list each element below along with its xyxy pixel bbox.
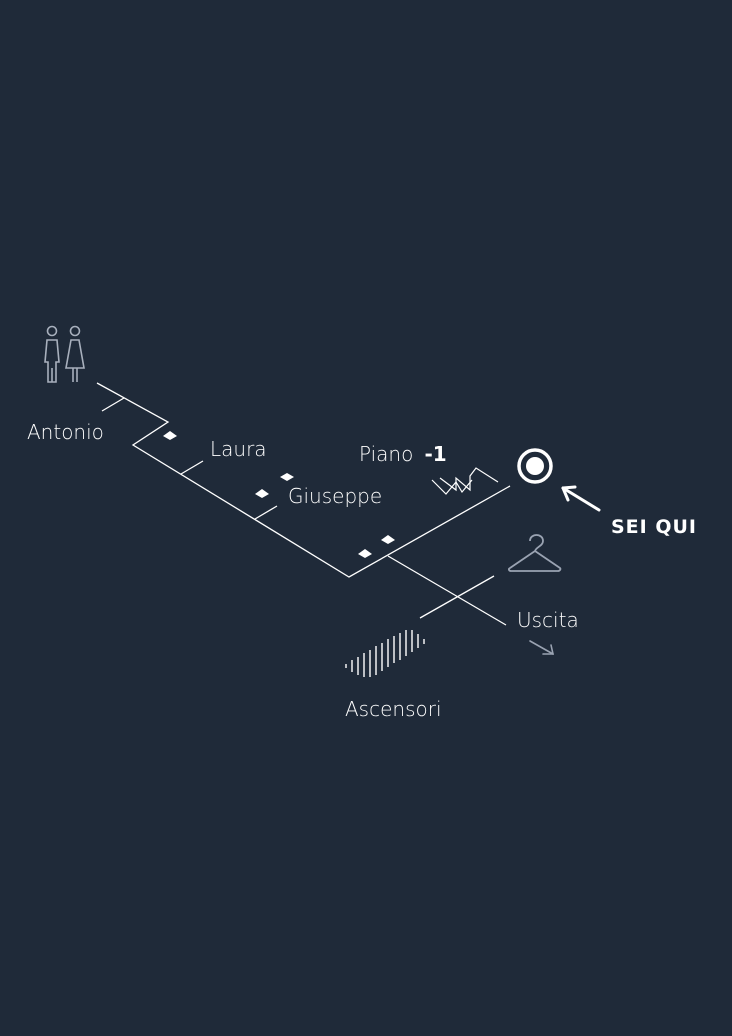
room-diamond-icon [255,489,269,498]
you-are-here-marker-icon [517,448,553,484]
label-piano-word: Piano [359,442,413,466]
corridor-path [96,382,511,626]
label-piano-level: -1 [424,442,446,466]
room-diamond-icon [280,473,294,481]
hanger-icon[interactable] [508,534,562,572]
label-antonio: Antonio [27,420,104,444]
room-diamond-icon [163,431,177,440]
label-laura: Laura [210,437,267,461]
label-uscita: Uscita [517,608,579,632]
label-giuseppe: Giuseppe [288,484,382,508]
room-diamond-icon [381,535,395,544]
restroom-icon[interactable] [44,325,85,383]
room-diamonds [163,431,395,558]
label-ascensori: Ascensori [345,697,442,721]
arrow-icon [561,485,601,512]
label-piano: Piano -1 [359,442,447,466]
elevator-icon[interactable] [345,630,425,677]
room-diamond-icon [358,549,372,558]
you-are-here-label: SEI QUI [611,516,697,538]
stairs-icon[interactable] [431,467,499,495]
exit-arrow-icon[interactable] [529,640,554,655]
